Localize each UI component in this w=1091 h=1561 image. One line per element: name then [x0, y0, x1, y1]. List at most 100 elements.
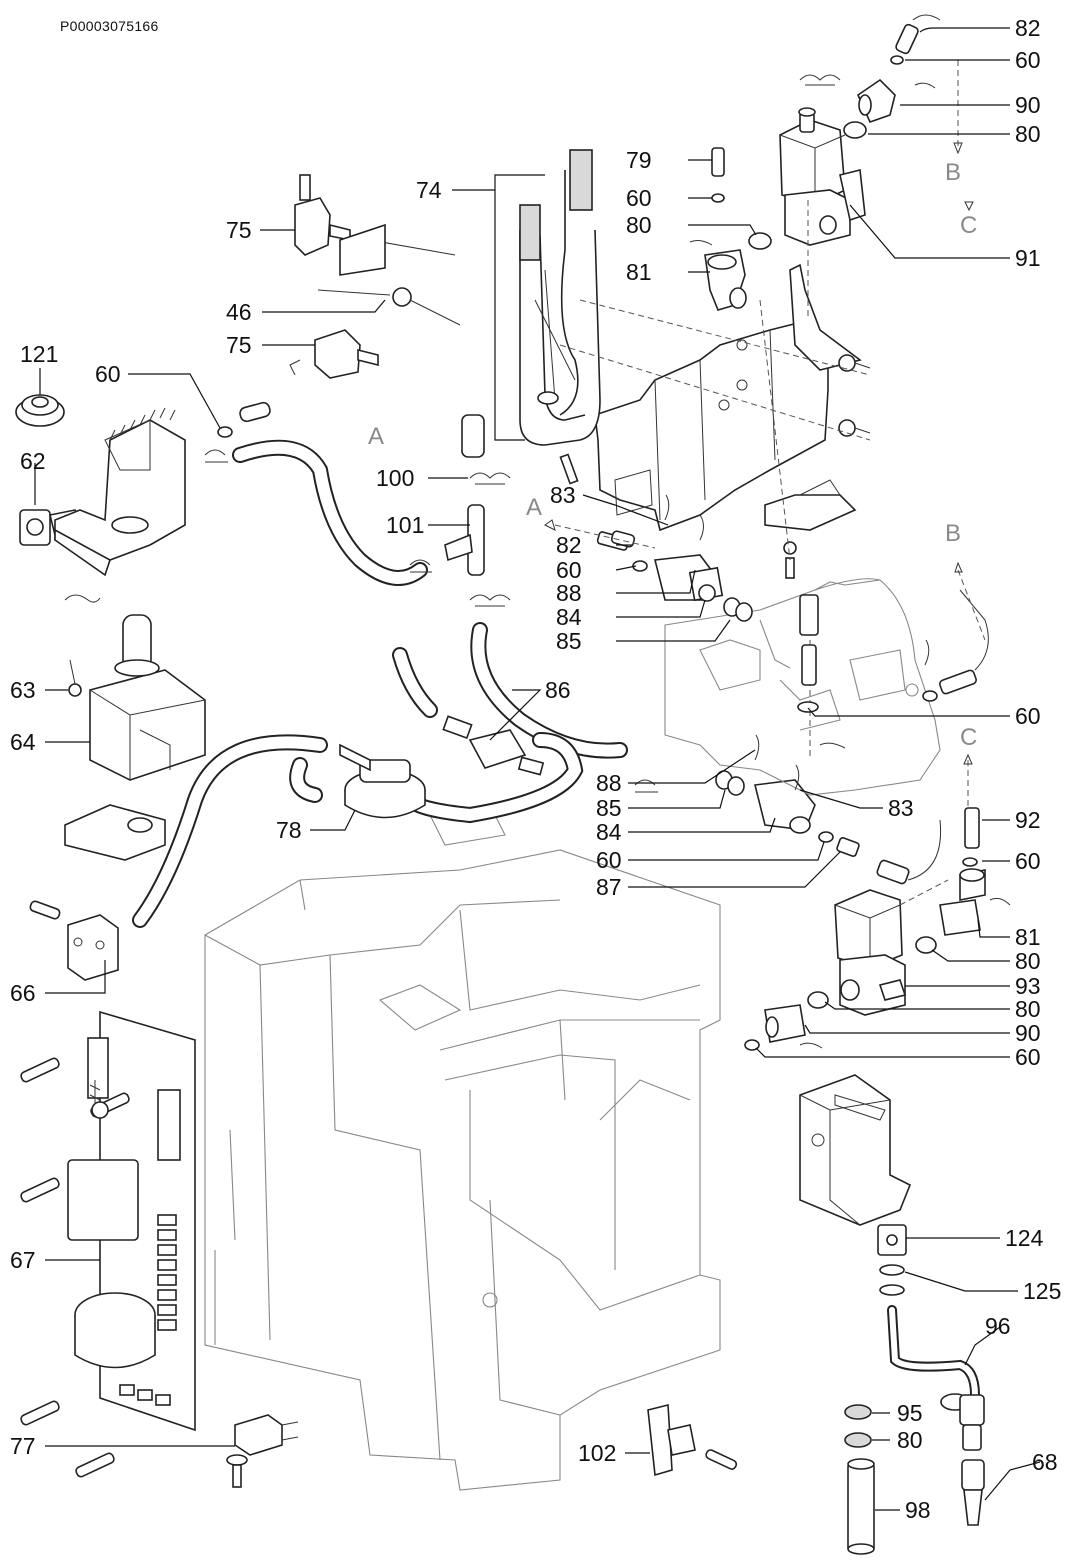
document-id: P00003075166	[60, 18, 159, 34]
callout-81-upper: 81	[626, 259, 652, 285]
reference-letters: B C A A B C	[368, 159, 977, 751]
callout-83-upper: 83	[550, 482, 576, 508]
clips	[64, 74, 1011, 1049]
ref-b-top: B	[945, 159, 961, 186]
pin-92-lower	[964, 807, 980, 849]
switch-77	[226, 1414, 299, 1488]
elbow-81-upper	[704, 249, 747, 311]
callout-75-upper: 75	[226, 217, 252, 243]
callout-77: 77	[10, 1433, 36, 1459]
callout-88-lower: 88	[596, 770, 622, 796]
callout-60-lower-mid: 60	[596, 847, 622, 873]
pump-64	[68, 614, 206, 781]
solenoid-valve-93	[834, 889, 907, 1016]
thermostat-121	[15, 394, 65, 427]
ref-c-top: C	[960, 212, 977, 239]
leader-lines	[34, 27, 1041, 1511]
ref-b-right: B	[945, 520, 961, 547]
connector-84-upper	[654, 554, 724, 602]
callout-84-upper: 84	[556, 604, 582, 630]
callout-68: 68	[1032, 1449, 1058, 1475]
callout-63: 63	[10, 677, 36, 703]
callout-121: 121	[20, 341, 58, 367]
callout-87: 87	[596, 874, 622, 900]
callout-92: 92	[1015, 807, 1041, 833]
switch-upper	[294, 174, 456, 276]
callout-78: 78	[276, 817, 302, 843]
mounting-bracket	[559, 263, 871, 579]
gaskets-125	[879, 1264, 905, 1296]
callout-80-b: 80	[626, 212, 652, 238]
control-board-67	[67, 1010, 196, 1432]
callout-60-left: 60	[95, 361, 121, 387]
callout-85-lower: 85	[596, 795, 622, 821]
callout-98: 98	[905, 1497, 931, 1523]
callout-90-top: 90	[1015, 92, 1041, 118]
dispenser-base	[54, 407, 186, 577]
fitting-82-upper	[895, 14, 941, 55]
callout-100: 100	[376, 465, 414, 491]
callout-84-lower: 84	[596, 819, 622, 845]
callout-93: 93	[1015, 973, 1041, 999]
elbow-81-lower	[939, 868, 986, 936]
callout-125: 125	[1023, 1278, 1061, 1304]
callout-82-top: 82	[1015, 15, 1041, 41]
callout-86: 86	[545, 677, 571, 703]
main-housing-frame	[204, 804, 721, 1491]
lever-102	[647, 1403, 738, 1477]
hose-lower-loop	[132, 734, 328, 928]
fitting-90-lower	[764, 1004, 806, 1043]
hose-left-long	[232, 439, 428, 586]
callout-96: 96	[985, 1313, 1011, 1339]
boiler-hose-assembly	[519, 149, 601, 446]
t-piece-101	[444, 414, 485, 576]
callout-60-right-lower: 60	[1015, 848, 1041, 874]
callout-88-upper: 88	[556, 580, 582, 606]
callout-labels: 82 60 90 80 79 60 80 91 74 75 81 46 75 1…	[10, 15, 1061, 1523]
board-terminals	[119, 1214, 177, 1406]
callout-85-upper: 85	[556, 628, 582, 654]
callout-60-top: 60	[1015, 47, 1041, 73]
flowmeter-78	[339, 743, 426, 819]
fitting-90-upper	[856, 78, 896, 123]
ref-a-mid: A	[526, 494, 542, 521]
callout-80-right-a: 80	[1015, 948, 1041, 974]
callout-95: 95	[897, 1400, 923, 1426]
valve-86	[442, 715, 545, 776]
callout-90-lower: 90	[1015, 1020, 1041, 1046]
callout-60-bottom-right: 60	[1015, 1044, 1041, 1070]
pump-mount-cap	[64, 804, 166, 861]
callout-83-lower: 83	[888, 795, 914, 821]
callout-67: 67	[10, 1247, 36, 1273]
coupling-124	[877, 1224, 907, 1256]
board-screws	[20, 1057, 130, 1478]
callout-60-b: 60	[626, 185, 652, 211]
ref-a-left: A	[368, 423, 384, 450]
callout-46: 46	[226, 299, 252, 325]
callout-80-bottom: 80	[897, 1427, 923, 1453]
solenoid-valve-91	[779, 107, 866, 246]
ref-c-right: C	[960, 724, 977, 751]
callout-80-top: 80	[1015, 121, 1041, 147]
callout-81-lower: 81	[1015, 924, 1041, 950]
callout-64: 64	[10, 729, 36, 755]
pin-79	[711, 147, 725, 177]
switch-lower	[289, 287, 461, 379]
washers-95-80	[844, 1404, 872, 1448]
callout-80-right-b: 80	[1015, 996, 1041, 1022]
spout-pipe-96	[887, 1305, 985, 1451]
pin-92-upper	[797, 594, 819, 713]
nozzle-68	[961, 1459, 985, 1526]
tube-98	[847, 1458, 875, 1555]
callout-124: 124	[1005, 1225, 1044, 1251]
callout-66: 66	[10, 980, 36, 1006]
hose-middle	[392, 622, 628, 824]
callout-74: 74	[416, 177, 442, 203]
nozzle-87	[836, 819, 942, 885]
callout-102: 102	[578, 1440, 616, 1466]
callout-101: 101	[386, 512, 424, 538]
fitting-82-lower	[596, 531, 989, 695]
callout-60-mid: 60	[556, 557, 582, 583]
callout-60-right-mid: 60	[1015, 703, 1041, 729]
